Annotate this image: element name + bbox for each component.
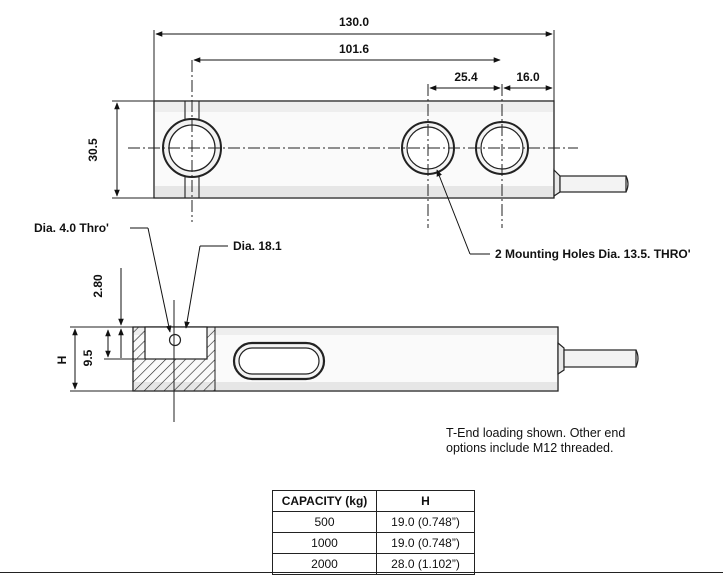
top-cable <box>553 168 629 198</box>
callout-mounting-holes: 2 Mounting Holes Dia. 13.5. THRO' <box>436 169 691 261</box>
gauge-slot <box>232 341 326 381</box>
side-view <box>132 300 639 422</box>
dim-mount-spacing: 25.4 <box>429 70 501 91</box>
dim-depth-label: 2.80 <box>91 274 105 298</box>
callout-counterbore-label: Dia. 18.1 <box>233 239 282 253</box>
dim-height: 30.5 <box>86 100 154 199</box>
capacity-cell: 2000 <box>272 553 377 575</box>
top-view <box>128 60 629 228</box>
dim-overall-length: 130.0 <box>153 15 555 101</box>
dim-mount-spacing-label: 25.4 <box>454 70 478 84</box>
dim-hole-spacing: 101.6 <box>193 42 501 63</box>
note-line-1: T-End loading shown. Other end <box>446 426 626 440</box>
callout-mounting-holes-label: 2 Mounting Holes Dia. 13.5. THRO' <box>495 247 691 261</box>
dim-bottom-thickness: 9.5 <box>81 329 133 366</box>
callout-small-hole: Dia. 4.0 Thro' <box>34 221 172 333</box>
h-cell: 19.0 (0.748”) <box>376 511 475 533</box>
dim-bottom-thickness-label: 9.5 <box>81 349 95 366</box>
dim-overall-length-label: 130.0 <box>339 15 369 29</box>
dim-height-label: 30.5 <box>86 138 100 162</box>
callout-counterbore: Dia. 18.1 <box>184 239 282 329</box>
dim-hole-spacing-label: 101.6 <box>339 42 369 56</box>
capacity-table: CAPACITY (kg) H 500 19.0 (0.748”) 1000 1… <box>272 490 475 575</box>
table-header-row: CAPACITY (kg) H <box>272 490 475 512</box>
side-cable <box>557 341 639 376</box>
dim-end-offset: 16.0 <box>503 70 553 91</box>
end-loading-note: T-End loading shown. Other end options i… <box>446 426 625 456</box>
column-header-capacity: CAPACITY (kg) <box>272 490 377 512</box>
dim-h-label: H <box>55 356 69 365</box>
note-line-2: options include M12 threaded. <box>446 441 614 455</box>
bottom-rule <box>0 572 723 573</box>
callout-small-hole-label: Dia. 4.0 Thro' <box>34 221 109 235</box>
capacity-cell: 1000 <box>272 532 377 554</box>
h-cell: 19.0 (0.748”) <box>376 532 475 554</box>
dim-end-offset-label: 16.0 <box>516 70 540 84</box>
table-row: 1000 19.0 (0.748”) <box>272 532 475 554</box>
table-row: 500 19.0 (0.748”) <box>272 511 475 533</box>
column-header-h: H <box>376 490 475 512</box>
capacity-cell: 500 <box>272 511 377 533</box>
dim-h: H <box>55 326 133 392</box>
